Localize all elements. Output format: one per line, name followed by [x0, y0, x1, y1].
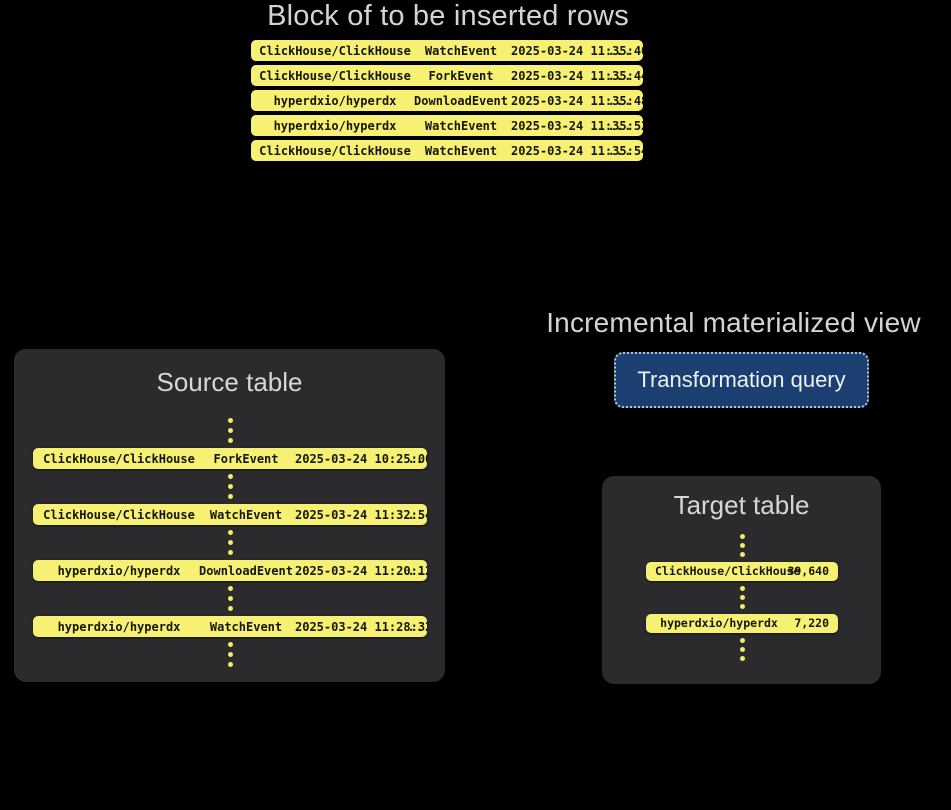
separator-dot — [227, 550, 233, 555]
separator-dot — [227, 652, 233, 657]
row-event-type: ForkEvent — [213, 451, 279, 466]
row-separator-dots — [33, 413, 427, 448]
row-timestamp: 2025-03-24 11:35:54 — [511, 143, 643, 158]
row-event-type: WatchEvent — [424, 143, 498, 158]
separator-dot — [739, 595, 745, 600]
separator-dot — [227, 530, 233, 535]
row-separator-dots — [646, 529, 838, 562]
separator-dot — [739, 543, 745, 548]
separator-dot — [739, 638, 745, 643]
row-repo: ClickHouse/ClickHouse — [259, 143, 411, 158]
row-more-ellipsis: ... — [407, 563, 427, 578]
row-separator-dots — [33, 581, 427, 616]
row-timestamp: 2025-03-24 11:35:48 — [511, 93, 643, 108]
row-separator-dots — [646, 581, 838, 614]
separator-dot — [227, 428, 233, 433]
table-row: hyperdxio/hyperdx WatchEvent 2025-03-24 11… — [251, 115, 643, 136]
row-event-type: DownloadEvent — [199, 563, 293, 578]
separator-dot — [227, 596, 233, 601]
source-table-rows: ClickHouse/ClickHouse ForkEvent 2025-03-24… — [33, 413, 427, 672]
source-table-title: Source table — [156, 367, 303, 397]
row-timestamp: 2025-03-24 11:28:32 — [295, 619, 427, 634]
row-timestamp: 2025-03-24 11:20:12 — [295, 563, 427, 578]
row-more-ellipsis: ... — [607, 43, 633, 58]
row-more-ellipsis: ... — [607, 118, 633, 133]
row-repo: ClickHouse/ClickHouse — [655, 563, 801, 578]
row-separator-dots — [646, 633, 838, 666]
row-timestamp: 2025-03-24 11:35:40 — [511, 43, 643, 58]
separator-dot — [227, 642, 233, 647]
separator-dot — [227, 474, 233, 479]
row-timestamp: 2025-03-24 11:35:52 — [511, 118, 643, 133]
table-row: ClickHouse/ClickHouse WatchEvent 2025-03-2… — [33, 504, 427, 525]
row-repo: ClickHouse/ClickHouse — [43, 451, 195, 466]
row-repo: ClickHouse/ClickHouse — [259, 68, 411, 83]
row-event-type: DownloadEvent — [414, 93, 508, 108]
separator-dot — [739, 586, 745, 591]
row-separator-dots — [33, 525, 427, 560]
separator-dot — [227, 662, 233, 667]
separator-dot — [739, 534, 745, 539]
row-timestamp: 2025-03-24 11:35:44 — [511, 68, 643, 83]
separator-dot — [739, 656, 745, 661]
table-row: ClickHouse/ClickHouse ForkEvent 2025-03-24… — [251, 65, 643, 86]
row-separator-dots — [33, 637, 427, 672]
row-event-type: WatchEvent — [209, 507, 283, 522]
row-repo: hyperdxio/hyperdx — [273, 93, 397, 108]
table-row: hyperdxio/hyperdx 7,220 — [646, 614, 838, 633]
row-more-ellipsis: ... — [607, 93, 633, 108]
incremental-materialized-view-title: Incremental materialized view — [546, 307, 921, 338]
row-repo: hyperdxio/hyperdx — [57, 619, 181, 634]
row-timestamp: 2025-03-24 10:25:00 — [295, 451, 427, 466]
row-timestamp: 2025-03-24 11:32:54 — [295, 507, 427, 522]
row-event-type: ForkEvent — [428, 68, 494, 83]
row-event-type: WatchEvent — [424, 43, 498, 58]
table-row: ClickHouse/ClickHouse ForkEvent 2025-03-24… — [33, 448, 427, 469]
separator-dot — [739, 647, 745, 652]
row-more-ellipsis: ... — [407, 507, 427, 522]
separator-dot — [227, 438, 233, 443]
separator-dot — [227, 606, 233, 611]
separator-dot — [227, 540, 233, 545]
separator-dot — [227, 418, 233, 423]
separator-dot — [227, 484, 233, 489]
row-repo: hyperdxio/hyperdx — [660, 615, 778, 630]
separator-dot — [227, 586, 233, 591]
row-repo: hyperdxio/hyperdx — [57, 563, 181, 578]
transformation-query-box[interactable]: Transformation query — [614, 352, 869, 408]
row-separator-dots — [33, 469, 427, 504]
row-more-ellipsis: ... — [607, 68, 633, 83]
table-row: ClickHouse/ClickHouse WatchEvent 2025-03-2… — [251, 40, 643, 61]
row-more-ellipsis: ... — [607, 143, 633, 158]
separator-dot — [739, 552, 745, 557]
row-event-type: WatchEvent — [424, 118, 498, 133]
table-row: ClickHouse/ClickHouse WatchEvent 2025-03-2… — [251, 140, 643, 161]
table-row: hyperdxio/hyperdx WatchEvent 2025-03-24 11… — [33, 616, 427, 637]
row-repo: hyperdxio/hyperdx — [273, 118, 397, 133]
row-more-ellipsis: ... — [407, 451, 427, 466]
target-table-title: Target table — [673, 490, 810, 520]
row-repo: ClickHouse/ClickHouse — [43, 507, 195, 522]
separator-dot — [227, 494, 233, 499]
separator-dot — [739, 604, 745, 609]
row-count: 39,640 — [787, 563, 829, 578]
row-more-ellipsis: ... — [407, 619, 427, 634]
row-count: 7,220 — [794, 615, 829, 630]
block-of-rows-title: Block of to be inserted rows — [267, 0, 629, 32]
row-event-type: WatchEvent — [209, 619, 283, 634]
row-repo: ClickHouse/ClickHouse — [259, 43, 411, 58]
